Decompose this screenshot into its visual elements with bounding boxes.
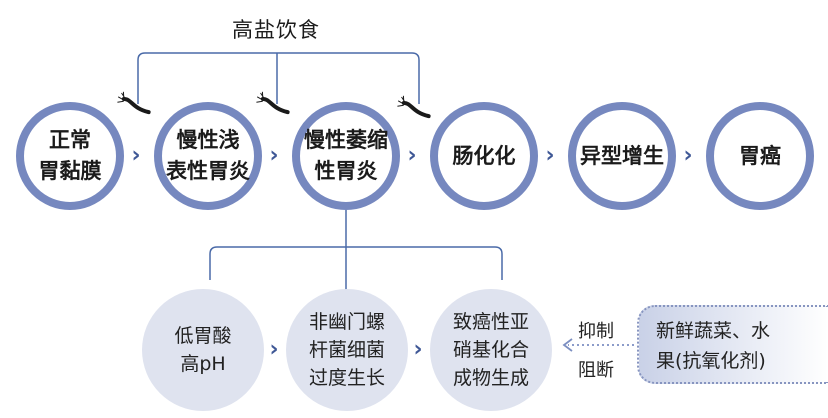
stage-label: 慢性浅 <box>176 128 240 152</box>
stage-label: 胃黏膜 <box>38 159 102 183</box>
protective-factor-box: 新鲜蔬菜、水 果(抗氧化剂) <box>637 305 828 384</box>
inhibit-arrow-head <box>562 338 573 352</box>
stage-label: 正常 <box>49 128 91 152</box>
stage-label: 表性胃炎 <box>166 159 250 183</box>
chevron-right-icon: › <box>683 143 693 168</box>
stage-label: 异型增生 <box>580 143 664 168</box>
inhibit-label: 抑制 <box>578 321 614 342</box>
factor-label: 成物生成 <box>452 367 529 389</box>
stage-intestinal-metaplasia: 肠化化 <box>430 102 538 210</box>
stage-label: 肠化化 <box>452 143 516 168</box>
chevron-right-icon: › <box>131 143 141 168</box>
factor-bacterial-overgrowth: 非幽门螺杆菌细菌过度生长 <box>286 289 408 411</box>
chevron-right-icon: › <box>269 337 279 362</box>
factor-nitroso-compounds: 致癌性亚硝基化合成物生成 <box>430 289 552 411</box>
bacterium-icon <box>117 91 151 115</box>
bacterium-icon <box>256 91 290 115</box>
chevron-right-icon: › <box>269 143 279 168</box>
factor-label: 致癌性亚 <box>452 311 529 333</box>
risk-factor-label: 高盐饮食 <box>232 18 320 42</box>
factor-label: 过度生长 <box>308 367 385 389</box>
top-bracket <box>137 52 420 104</box>
factor-label: 非幽门螺 <box>308 311 385 333</box>
factor-low-acid: 低胃酸高pH <box>142 289 264 411</box>
protective-label: 果(抗氧化剂) <box>656 350 766 372</box>
chevron-right-icon: › <box>413 337 423 362</box>
factor-label: 低胃酸 <box>174 325 232 347</box>
chevron-right-icon: › <box>545 143 555 168</box>
stage-normal-mucosa: 正常胃黏膜 <box>16 102 124 210</box>
stage-label: 胃癌 <box>739 143 781 168</box>
stage-chronic-atrophic-gastritis: 慢性萎缩性胃炎 <box>292 102 400 210</box>
block-label: 阻断 <box>578 360 614 381</box>
factor-label: 硝基化合 <box>452 339 529 361</box>
stage-label: 慢性萎缩 <box>304 128 388 152</box>
chevron-right-icon: › <box>407 143 417 168</box>
stage-label: 性胃炎 <box>314 159 378 183</box>
bottom-bracket <box>209 246 503 280</box>
stage-dysplasia: 异型增生 <box>568 102 676 210</box>
factor-label: 高pH <box>180 353 226 375</box>
stage-gastric-cancer: 胃癌 <box>706 102 814 210</box>
bacterium-icon <box>397 95 431 119</box>
stage-chronic-superficial-gastritis: 慢性浅表性胃炎 <box>154 102 262 210</box>
factor-label: 杆菌细菌 <box>308 339 385 361</box>
protective-label: 新鲜蔬菜、水 <box>656 320 771 342</box>
